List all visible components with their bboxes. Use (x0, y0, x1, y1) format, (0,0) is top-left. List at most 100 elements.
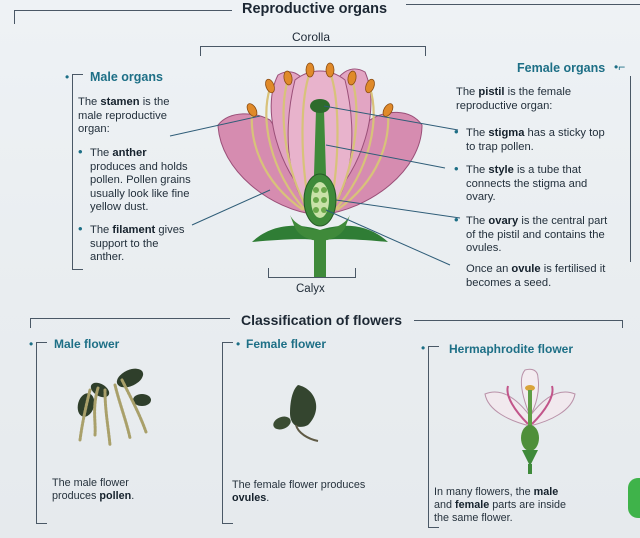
style-pre: The (466, 164, 489, 176)
male-flower-catkin-image (77, 368, 151, 447)
reproductive-organs-title: Reproductive organs (242, 1, 388, 17)
anther-line4: yellow dust. (90, 201, 149, 214)
filament-term: filament (112, 224, 156, 236)
stigma-description: • The stigma has a sticky top to trap pol… (454, 125, 638, 154)
female-flower-bracket (222, 342, 233, 524)
filament-line1: support to the (90, 237, 159, 250)
male-flower-title: Male flower (54, 337, 120, 351)
herm-flower-title: Hermaphrodite flower (449, 342, 574, 356)
male-caption-bold: pollen (99, 490, 132, 502)
male-caption-line1: The male flower (52, 477, 129, 489)
male-flower-bracket (36, 342, 47, 524)
style-line3: ovary. (466, 191, 496, 204)
style-term: style (488, 164, 514, 176)
male-caption-post: . (131, 490, 135, 502)
style-post: is a tube that (513, 164, 582, 176)
hermaphrodite-flower-image (484, 368, 576, 474)
female-caption-post: . (266, 492, 270, 504)
stigma-term: stigma (488, 127, 525, 139)
style-bullet-icon: • (454, 161, 459, 176)
stigma (310, 99, 330, 113)
style-description: • The style is a tube that connects the s… (454, 162, 638, 205)
pistil-term: pistil (478, 86, 505, 98)
stigma-post: has a sticky top (524, 127, 605, 139)
anther-description: •The anther produces and holds pollen. P… (78, 145, 218, 215)
filament-bullet-icon: • (78, 221, 83, 236)
class-rule-right (414, 320, 622, 321)
stigma-pre: The (466, 127, 489, 139)
herm-flower-caption: In many flowers, the male and female par… (434, 486, 624, 525)
calyx-bracket (268, 268, 356, 278)
pistil-line2: reproductive organ: (456, 99, 553, 112)
stem (314, 238, 326, 278)
ovary-post: is the central part (518, 215, 608, 227)
page-edge-tab (628, 478, 640, 518)
class-rule-right-tick (622, 320, 623, 328)
ovary-pre: The (466, 215, 489, 227)
class-rule-left-tick (30, 318, 31, 328)
ovary-line3: ovules. (466, 242, 502, 255)
class-rule-left (30, 318, 230, 319)
filament-line2: anther. (90, 251, 125, 264)
anthers (246, 62, 394, 117)
herm-caption-mid: and (434, 499, 456, 511)
herm-caption-line3: the same flower. (434, 512, 513, 524)
ovary-line2: of the pistil and contains the (466, 228, 605, 241)
ovary-description: • The ovary is the central part of the pi… (454, 213, 640, 256)
style (314, 110, 326, 175)
stamen-line1: is the (142, 96, 170, 108)
style-line2: connects the stigma and (466, 177, 588, 190)
female-organs-heading: Female organs (517, 61, 606, 75)
stamen-pre: The (78, 96, 101, 108)
herm-flower-bracket (428, 346, 439, 528)
calyx-label: Calyx (296, 283, 325, 295)
female-flower-caption: The female flower produces ovules. (232, 479, 392, 505)
filament-description: • The filament gives support to the anthe… (78, 222, 218, 265)
anther-line1: produces and holds (90, 160, 188, 173)
pistil-pre: The (456, 86, 479, 98)
ovule-pre: Once an (466, 263, 512, 275)
top-rule-right (406, 4, 640, 5)
stamen-term: stamen (100, 96, 140, 108)
corolla-bracket (200, 46, 426, 56)
anther-term: anther (112, 147, 147, 159)
herm-caption-post: parts are inside (489, 499, 567, 511)
ovule-term: ovule (511, 263, 541, 275)
anther-line3: usually look like fine (90, 187, 190, 200)
stamen-line2: male reproductive (78, 109, 167, 122)
filament-pre: The (90, 224, 113, 236)
herm-caption-bold2: female (455, 499, 490, 511)
stigma-line2: to trap pollen. (466, 140, 534, 153)
stamen-description: The stamen is the male reproductive orga… (78, 96, 208, 137)
ovule-line2: becomes a seed. (466, 276, 552, 289)
herm-caption-bold1: male (533, 486, 559, 498)
herm-caption-pre: In many flowers, the (434, 486, 534, 498)
ovary-term: ovary (488, 215, 519, 227)
filament-post: gives (155, 224, 185, 236)
anther-line2: pollen. Pollen grains (90, 174, 191, 187)
female-flower-title: Female flower (246, 337, 327, 351)
top-rule-left-tick (14, 10, 15, 24)
male-organs-heading: Male organs (90, 70, 163, 84)
male-caption-pre: produces (52, 490, 100, 502)
pistil-post: is the female (504, 86, 572, 98)
leader-lines (169, 105, 461, 266)
herm-flower-bullet-icon: • (421, 341, 426, 355)
flower-cross-section-diagram (169, 62, 461, 278)
female-flower-image (273, 385, 319, 442)
stigma-bullet-icon: • (454, 124, 459, 139)
ovule-description: Once an ovule is fertilised it becomes a… (466, 263, 640, 290)
anther-bullet-icon: • (78, 144, 83, 159)
ovules (313, 187, 327, 213)
ovary-bullet-icon: • (454, 212, 459, 227)
stamen-line3: organ: (78, 123, 110, 136)
receptacle (290, 215, 350, 241)
female-caption-bold: ovules (232, 492, 267, 504)
female-caption-line1: The female flower produces (232, 479, 366, 491)
pistil-description: The pistil is the female reproductive or… (456, 86, 636, 113)
male-flower-bullet-icon: • (29, 337, 34, 351)
male-organs-bracket (72, 74, 83, 270)
female-organs-arrow-icon: •⌐ (614, 60, 626, 74)
corolla-label: Corolla (292, 30, 331, 44)
male-organs-bullet-icon: • (65, 70, 70, 84)
